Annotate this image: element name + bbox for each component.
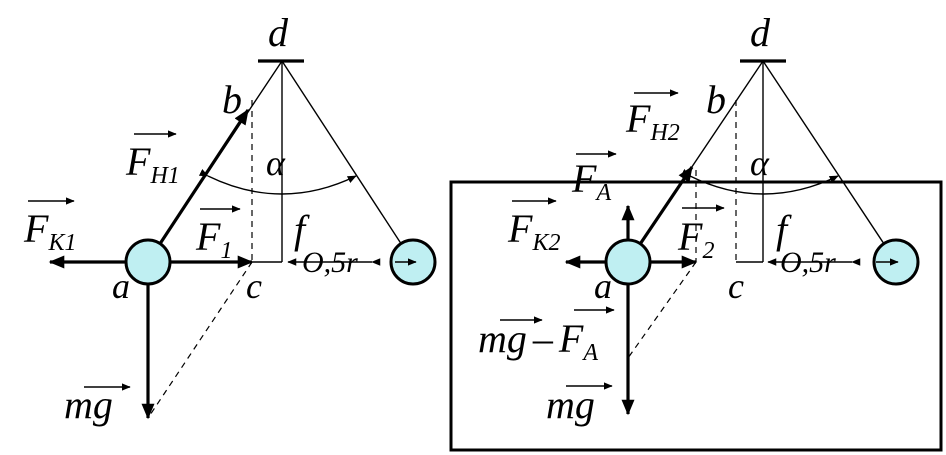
- right-label-weight-minus-buoyancy: mg–FA: [478, 306, 615, 366]
- right-label-half-r: O,5r: [780, 246, 836, 279]
- left-label-weight: mg: [64, 382, 131, 427]
- right-label-c: c: [728, 266, 744, 306]
- right-label-tension: FH2: [625, 89, 680, 146]
- right-ball-a: [604, 238, 652, 286]
- svg-text:mg–FA: mg–FA: [478, 316, 598, 366]
- svg-text:FK2: FK2: [507, 206, 560, 256]
- left-thread-right: [281, 60, 414, 263]
- svg-text:F2: F2: [677, 214, 714, 264]
- left-dashed-diagonal: [147, 261, 253, 419]
- right-label-resultant: F2: [677, 204, 725, 264]
- left-label-a: a: [112, 266, 130, 306]
- svg-text:mg: mg: [546, 382, 595, 427]
- left-label-resultant: F1: [195, 205, 241, 264]
- right-dashed-diagonal: [627, 261, 697, 359]
- svg-text:FK1: FK1: [23, 206, 76, 256]
- left-label-d: d: [268, 10, 289, 55]
- left-ball-a: [124, 238, 172, 286]
- right-label-a: a: [594, 266, 612, 306]
- left-alpha-arc: [198, 169, 357, 195]
- right-alpha-arc: [680, 168, 839, 195]
- right-label-b: b: [706, 77, 726, 122]
- right-label-alpha: α: [750, 143, 770, 183]
- left-tension-arrow: [146, 108, 250, 263]
- right-label-archimedes: FA: [571, 150, 617, 206]
- left-label-alpha: α: [266, 143, 286, 183]
- svg-text:mg: mg: [64, 382, 113, 427]
- svg-text:FH1: FH1: [125, 139, 180, 189]
- right-panel: d b a c α f O,5r FH2 FA FK2 F2 mg–FA: [449, 10, 943, 452]
- left-label-coulomb: FK1: [23, 197, 76, 256]
- left-label-tension: FH1: [125, 130, 180, 189]
- left-label-b: b: [222, 77, 242, 122]
- svg-text:FH2: FH2: [625, 96, 680, 146]
- right-label-d: d: [750, 10, 771, 55]
- right-thread-right: [762, 60, 897, 263]
- right-label-weight: mg: [546, 382, 613, 427]
- svg-text:F1: F1: [195, 214, 232, 264]
- left-panel: d b a c α f O,5r FH1 FK1 F1 mg: [23, 10, 437, 427]
- left-label-c: c: [246, 266, 262, 306]
- right-label-coulomb: FK2: [507, 197, 560, 256]
- left-label-half-r: O,5r: [302, 246, 358, 279]
- svg-text:FA: FA: [571, 156, 611, 206]
